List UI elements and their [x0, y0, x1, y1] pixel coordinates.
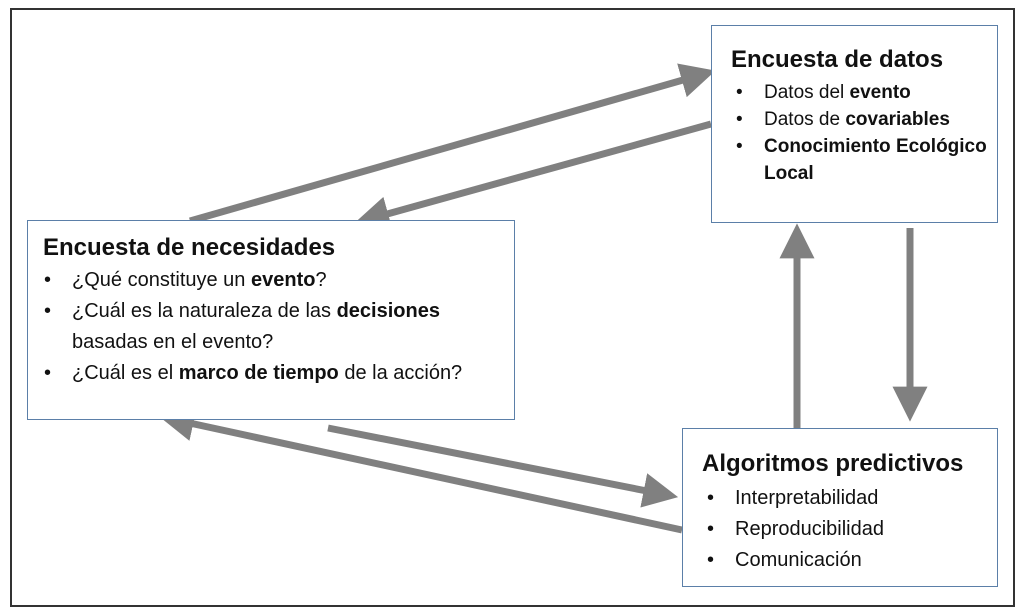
box-title: Algoritmos predictivos [702, 450, 964, 477]
arrow-algoritmos-to-necesidades [159, 406, 683, 534]
arrow-datos-to-necesidades [354, 120, 712, 231]
item-list: Datos del evento Datos de covariables Co… [736, 79, 996, 187]
list-item: Datos de covariables [736, 106, 996, 133]
box-title: Encuesta de datos [731, 46, 944, 73]
box-title: Encuesta de necesidades [43, 234, 336, 261]
box-algoritmos-predictivos: Algoritmos predictivos Interpretabilidad… [682, 428, 998, 587]
item-list: ¿Qué constituye un evento? ¿Cuál es la n… [44, 265, 502, 389]
box-encuesta-de-datos: Encuesta de datos Datos del evento Datos… [711, 25, 998, 223]
item-list: Interpretabilidad Reproducibilidad Comun… [707, 483, 985, 576]
box-encuesta-de-necesidades: Encuesta de necesidades ¿Qué constituye … [27, 220, 515, 420]
list-item: Datos del evento [736, 79, 996, 106]
list-item: Comunicación [707, 545, 985, 576]
list-item: ¿Qué constituye un evento? [44, 265, 502, 296]
list-item: Interpretabilidad [707, 483, 985, 514]
list-item: Reproducibilidad [707, 514, 985, 545]
list-item: ¿Cuál es la naturaleza de las decisiones… [44, 296, 502, 358]
list-item: Conocimiento Ecológico Local [736, 133, 996, 187]
diagram-frame [10, 8, 1015, 607]
arrow-necesidades-to-algoritmos [327, 424, 679, 508]
arrow-necesidades-to-datos [189, 63, 716, 225]
list-item: ¿Cuál es el marco de tiempo de la acción… [44, 358, 502, 389]
